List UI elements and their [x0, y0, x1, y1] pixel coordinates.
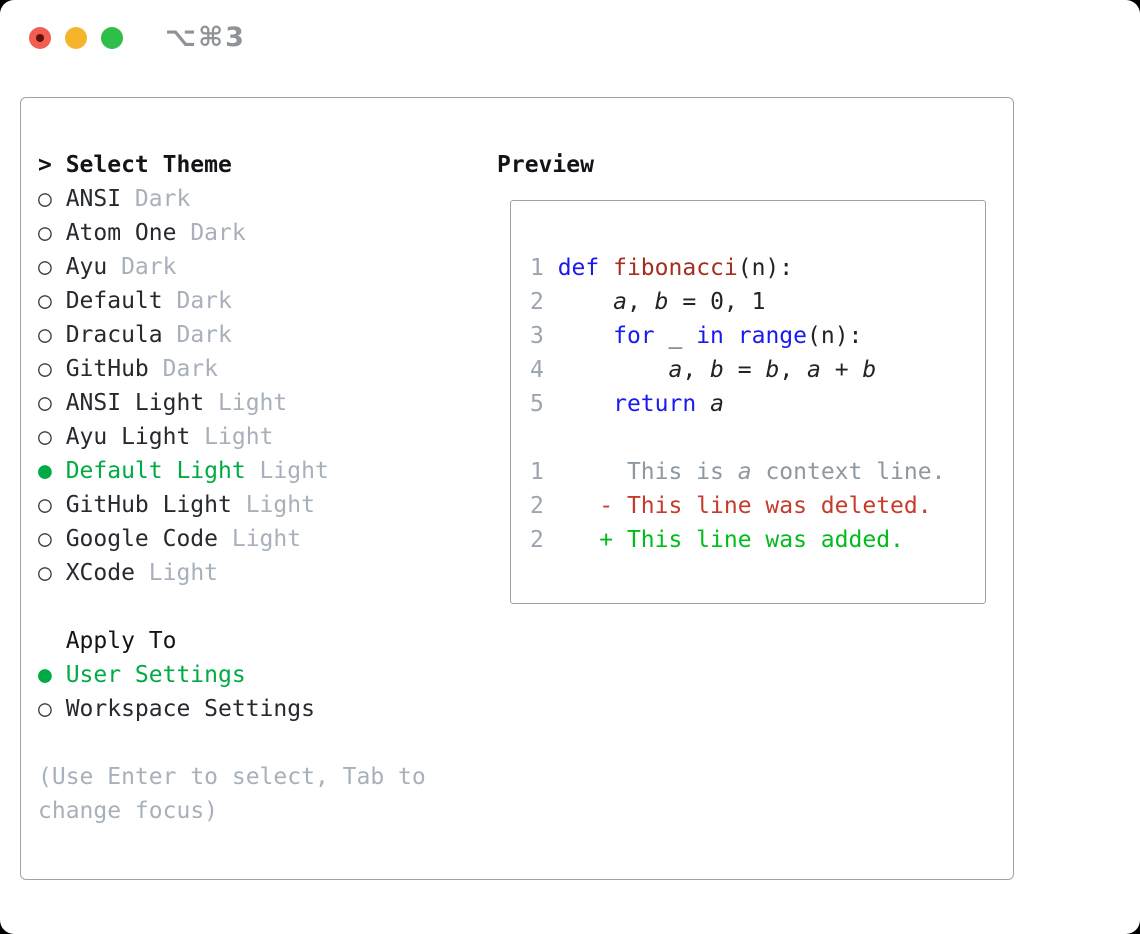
- apply-option-user-settings[interactable]: ● User Settings: [38, 658, 426, 692]
- theme-name: Default: [65, 288, 163, 314]
- radio-unselected-icon: ○: [38, 356, 52, 382]
- code-line-2: 2 a, b = 0, 1: [530, 289, 766, 315]
- radio-selected-icon: ●: [38, 662, 52, 688]
- title-bar: ⌥⌘3: [0, 0, 1140, 76]
- theme-variant-tag: Dark: [162, 288, 232, 314]
- theme-name: ANSI: [65, 186, 122, 212]
- radio-unselected-icon: ○: [38, 424, 52, 450]
- code-line-5: 5 return a: [530, 391, 724, 417]
- theme-name: GitHub: [65, 356, 149, 382]
- theme-variant-tag: Light: [245, 458, 329, 484]
- theme-variant-tag: Light: [218, 526, 302, 552]
- radio-unselected-icon: ○: [38, 220, 52, 246]
- theme-name: ANSI Light: [65, 390, 205, 416]
- theme-variant-tag: Dark: [162, 322, 232, 348]
- theme-variant-tag: Light: [204, 390, 288, 416]
- help-text-line-2: change focus): [38, 798, 219, 824]
- help-text-line-1: (Use Enter to select, Tab to: [38, 764, 426, 790]
- theme-variant-tag: Dark: [176, 220, 246, 246]
- diff-line-3: 2 + This line was added.: [530, 527, 904, 553]
- theme-option-atom-one[interactable]: ○ Atom One Dark: [38, 216, 426, 250]
- theme-option-dracula[interactable]: ○ Dracula Dark: [38, 318, 426, 352]
- radio-unselected-icon: ○: [38, 254, 52, 280]
- theme-option-github-light[interactable]: ○ GitHub Light Light: [38, 488, 426, 522]
- theme-selector: > Select Theme ○ ANSI Dark ○ Atom One Dark ○ A…: [38, 148, 426, 828]
- close-dot-icon: [36, 34, 44, 42]
- theme-name: Ayu: [65, 254, 108, 280]
- radio-unselected-icon: ○: [38, 560, 52, 586]
- theme-name: Atom One: [65, 220, 177, 246]
- code-preview: 1 def fibonacci(n): 2 a, b = 0, 1 3 for _ …: [530, 251, 985, 421]
- theme-variant-tag: Light: [190, 424, 274, 450]
- zoom-button[interactable]: [101, 27, 123, 49]
- theme-option-ansi-light[interactable]: ○ ANSI Light Light: [38, 386, 426, 420]
- theme-name: Default Light: [65, 458, 246, 484]
- apply-to-header: Apply To: [38, 624, 426, 658]
- code-line-3: 3 for _ in range(n):: [530, 323, 863, 349]
- diff-line-1: 1 This is a context line.: [530, 459, 946, 485]
- apply-to-title: Apply To: [65, 628, 177, 654]
- radio-unselected-icon: ○: [38, 696, 52, 722]
- theme-list: ○ ANSI Dark ○ Atom One Dark ○ Ayu Dark ○ Defaul…: [38, 182, 426, 590]
- theme-variant-tag: Dark: [148, 356, 219, 382]
- theme-variant-tag: Dark: [107, 254, 177, 280]
- prompt-arrow-icon: >: [38, 152, 52, 178]
- preview-box: 1 def fibonacci(n): 2 a, b = 0, 1 3 for _ …: [510, 200, 986, 604]
- radio-unselected-icon: ○: [38, 390, 52, 416]
- theme-variant-tag: Light: [231, 492, 315, 518]
- apply-option-workspace-settings[interactable]: ○ Workspace Settings: [38, 692, 426, 726]
- main-panel: [20, 97, 1014, 880]
- diff-preview: 1 This is a context line. 2 - This line w…: [530, 455, 985, 557]
- apply-to-list: ● User Settings ○ Workspace Settings: [38, 658, 426, 726]
- preview-title: Preview: [497, 152, 594, 178]
- theme-variant-tag: Dark: [121, 186, 191, 212]
- theme-option-ansi[interactable]: ○ ANSI Dark: [38, 182, 426, 216]
- code-line-4: 4 a, b = b, a + b: [530, 357, 877, 383]
- theme-option-default[interactable]: ○ Default Dark: [38, 284, 426, 318]
- close-button[interactable]: [29, 27, 51, 49]
- theme-name: Ayu Light: [65, 424, 191, 450]
- diff-line-2: 2 - This line was deleted.: [530, 493, 932, 519]
- theme-option-google-code[interactable]: ○ Google Code Light: [38, 522, 426, 556]
- keyboard-shortcut-label: ⌥⌘3: [165, 22, 246, 53]
- radio-unselected-icon: ○: [38, 526, 52, 552]
- radio-unselected-icon: ○: [38, 288, 52, 314]
- spacer-row: [38, 590, 426, 624]
- radio-unselected-icon: ○: [38, 492, 52, 518]
- radio-unselected-icon: ○: [38, 186, 52, 212]
- theme-option-ayu[interactable]: ○ Ayu Dark: [38, 250, 426, 284]
- theme-option-xcode[interactable]: ○ XCode Light: [38, 556, 426, 590]
- apply-option-label: Workspace Settings: [65, 696, 315, 722]
- theme-name: Google Code: [65, 526, 219, 552]
- theme-option-ayu-light[interactable]: ○ Ayu Light Light: [38, 420, 426, 454]
- code-line-1: 1 def fibonacci(n):: [530, 255, 794, 281]
- theme-name: Dracula: [65, 322, 163, 348]
- theme-variant-tag: Light: [134, 560, 219, 586]
- radio-selected-icon: ●: [38, 458, 52, 484]
- apply-option-label: User Settings: [65, 662, 246, 688]
- select-theme-title: Select Theme: [65, 152, 232, 178]
- select-theme-header: > Select Theme: [38, 148, 426, 182]
- spacer-row: [38, 726, 426, 760]
- theme-option-github[interactable]: ○ GitHub Dark: [38, 352, 426, 386]
- minimize-button[interactable]: [65, 27, 87, 49]
- radio-unselected-icon: ○: [38, 322, 52, 348]
- theme-name: GitHub Light: [65, 492, 232, 518]
- theme-option-default-light[interactable]: ● Default Light Light: [38, 454, 426, 488]
- theme-name: XCode: [65, 560, 135, 586]
